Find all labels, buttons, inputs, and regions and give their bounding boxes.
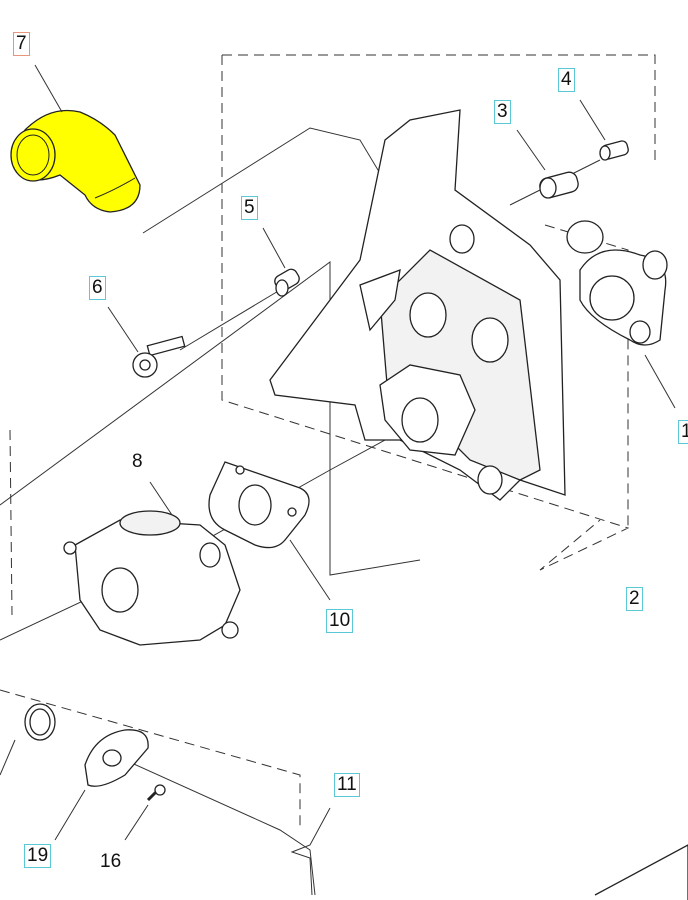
axis-line bbox=[124, 759, 316, 896]
axis-line bbox=[179, 289, 281, 351]
leader-1 bbox=[644, 354, 676, 409]
part-19-seal-ring[interactable] bbox=[24, 703, 56, 741]
part-5-bushing[interactable] bbox=[273, 267, 302, 297]
leader-16 bbox=[124, 804, 149, 841]
callout-2[interactable]: 2 bbox=[626, 587, 643, 611]
assembly-outline-2-right bbox=[544, 224, 629, 528]
part-1-flange[interactable] bbox=[566, 220, 668, 346]
axis-line bbox=[0, 261, 421, 576]
assembly-outline-left bbox=[9, 429, 13, 616]
part-4-bushing[interactable] bbox=[599, 140, 629, 161]
leader-5 bbox=[262, 227, 286, 269]
part-3-bushing[interactable] bbox=[538, 170, 580, 199]
callout-19[interactable]: 19 bbox=[24, 844, 52, 868]
part-2-carburetor-housing[interactable] bbox=[269, 109, 566, 501]
leader-7 bbox=[34, 64, 63, 113]
part-8-carburetor[interactable] bbox=[63, 510, 241, 646]
callout-10[interactable]: 10 bbox=[326, 609, 354, 633]
leader-19 bbox=[54, 789, 86, 841]
callout-4[interactable]: 4 bbox=[558, 68, 575, 92]
leader-ring bbox=[0, 739, 16, 776]
leader-6 bbox=[107, 306, 139, 353]
assembly-outline-bottom bbox=[0, 689, 301, 830]
part-6-screw[interactable] bbox=[132, 335, 186, 378]
adjacent-part-outline bbox=[594, 844, 688, 900]
part-16-screw[interactable] bbox=[146, 784, 166, 802]
part-cover-plate[interactable] bbox=[84, 729, 149, 787]
leader-10 bbox=[289, 539, 331, 601]
leader-4 bbox=[579, 99, 606, 141]
callout-7[interactable]: 7 bbox=[13, 32, 30, 56]
callout-16[interactable]: 16 bbox=[100, 851, 122, 872]
part-7-elbow-hose[interactable] bbox=[10, 109, 141, 213]
part-10-gasket[interactable] bbox=[208, 461, 310, 549]
leader-3 bbox=[516, 129, 546, 171]
callout-6[interactable]: 6 bbox=[89, 276, 106, 300]
callout-3[interactable]: 3 bbox=[494, 100, 511, 124]
part-11-wire[interactable] bbox=[290, 807, 331, 896]
leader-8 bbox=[149, 481, 173, 516]
callout-5[interactable]: 5 bbox=[241, 196, 258, 220]
callout-1[interactable]: 1 bbox=[678, 420, 688, 444]
callout-8[interactable]: 8 bbox=[132, 451, 143, 472]
assembly-outline-2 bbox=[222, 54, 656, 160]
callout-11[interactable]: 11 bbox=[334, 773, 360, 797]
assembly-outline-2-left bbox=[221, 55, 630, 571]
